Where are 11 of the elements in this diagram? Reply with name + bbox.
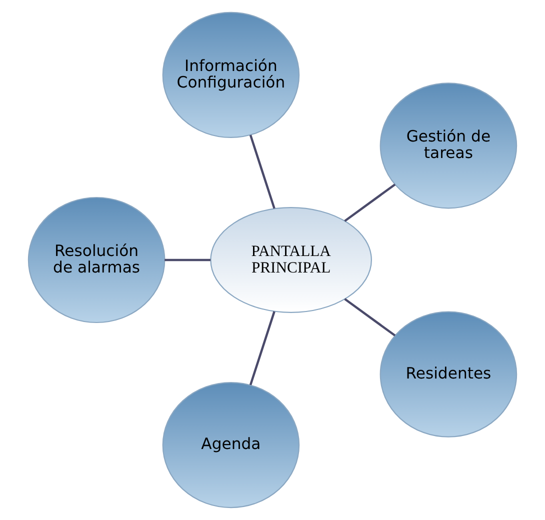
connector bbox=[249, 311, 276, 386]
node-ellipse: PANTALLA PRINCIPAL bbox=[210, 206, 372, 314]
connector bbox=[164, 258, 211, 262]
node-circle: Gestión de tareas bbox=[380, 82, 518, 209]
connector bbox=[249, 134, 276, 209]
connector bbox=[344, 298, 396, 336]
connector bbox=[344, 184, 396, 222]
node-circle: Residentes bbox=[380, 311, 518, 438]
node-circle: Resolución de alarmas bbox=[28, 196, 166, 324]
node-circle: Información Configuración bbox=[162, 12, 300, 138]
node-circle: Agenda bbox=[162, 382, 300, 508]
